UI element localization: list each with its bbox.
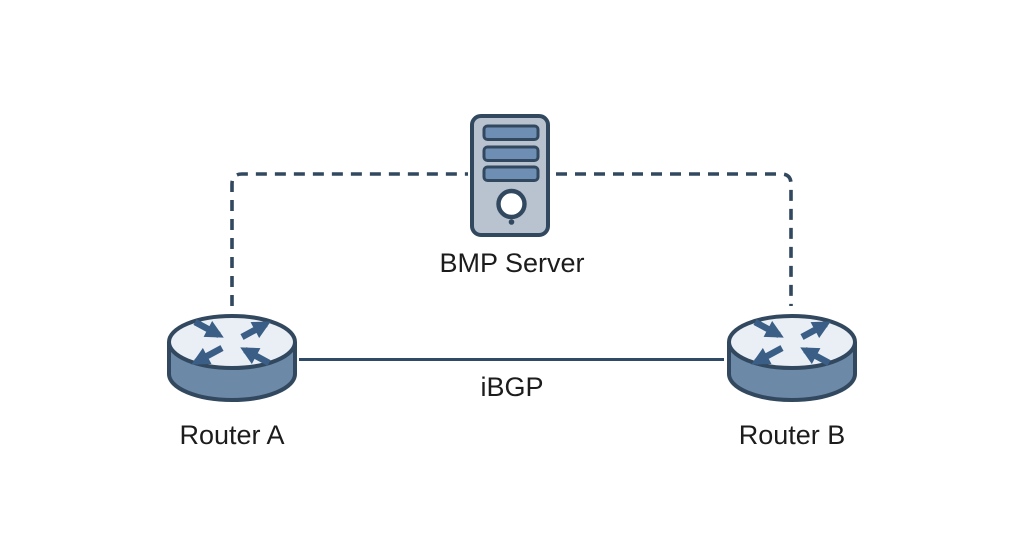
bmp-session-link-router-a: [230, 172, 468, 306]
node-router-a: Router A: [162, 312, 302, 451]
bmp-session-link-router-b: [556, 172, 793, 306]
node-bmp-server: BMP Server: [439, 109, 585, 279]
router-icon: [727, 314, 857, 402]
router-icon: [167, 314, 297, 402]
node-label-router-b: Router B: [738, 420, 846, 450]
node-label-bmp-server: BMP Server: [439, 248, 585, 278]
ibgp-link-label: iBGP: [480, 372, 544, 402]
node-router-b: Router B: [722, 312, 862, 451]
server-icon: [470, 114, 550, 237]
node-label-router-a: Router A: [179, 420, 285, 450]
